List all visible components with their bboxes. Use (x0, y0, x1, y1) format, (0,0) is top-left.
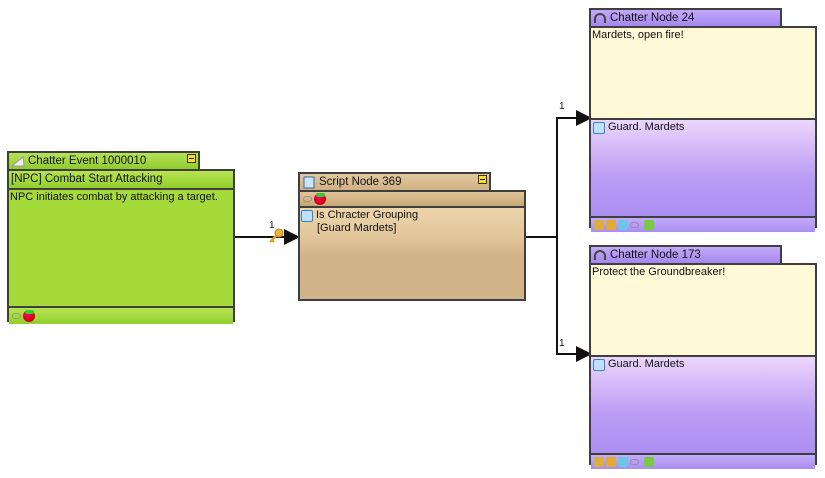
speech-bubble-icon (593, 359, 605, 371)
condition-line-1: Is Chracter Grouping (316, 209, 419, 221)
toggle-icon[interactable] (630, 222, 639, 228)
chatter-node-footer (591, 453, 815, 469)
speaker-name: Guard. Mardets (608, 358, 685, 370)
scroll-icon (302, 176, 316, 189)
edge-label-chatter-24: 1 (559, 101, 565, 112)
chatter-event-node[interactable]: Chatter Event 1000010 [NPC] Combat Start… (7, 151, 235, 324)
horn-icon (10, 155, 25, 168)
chatter-node[interactable]: Chatter Node 24 Mardets, open fire! Guar… (589, 8, 817, 232)
check-icon[interactable] (644, 457, 654, 467)
condition-icon[interactable] (23, 310, 35, 322)
lock-icon[interactable] (606, 220, 616, 230)
condition-line-2: [Guard Mardets] (317, 222, 397, 234)
edge-label-event-script: 1 (269, 220, 275, 231)
script-condition[interactable]: Is Chracter Grouping [Guard Mardets] (300, 208, 524, 236)
chatter-node-title: Chatter Node 173 (610, 249, 701, 261)
event-node-header[interactable]: Chatter Event 1000010 (7, 151, 200, 169)
group-lock-icon[interactable] (594, 220, 604, 230)
chatter-node[interactable]: Chatter Node 173 Protect the Groundbreak… (589, 245, 817, 469)
toggle-icon[interactable] (630, 459, 639, 465)
script-node-toolbar (300, 192, 524, 208)
chatter-line[interactable]: Mardets, open fire! (591, 28, 815, 120)
chatter-speaker[interactable]: Guard. Mardets (591, 120, 815, 216)
event-node-footer (9, 306, 233, 324)
chatter-node-title: Chatter Node 24 (610, 12, 695, 24)
speech-bubble-icon (301, 210, 313, 222)
script-node-title: Script Node 369 (319, 176, 402, 188)
event-node-description: NPC initiates combat by attacking a targ… (10, 191, 218, 203)
script-node-body: Is Chracter Grouping [Guard Mardets] (298, 190, 526, 301)
chatter-line[interactable]: Protect the Groundbreaker! (591, 265, 815, 357)
event-node-title: Chatter Event 1000010 (28, 155, 147, 167)
chatter-node-footer (591, 216, 815, 232)
edge-script-to-chatter-173[interactable] (556, 237, 592, 362)
toggle-icon[interactable] (12, 313, 21, 319)
edge-label-chatter-173: 1 (559, 338, 565, 349)
script-node-header[interactable]: Script Node 369 (298, 172, 491, 190)
group-lock-icon[interactable] (594, 457, 604, 467)
chatter-node-header[interactable]: Chatter Node 173 (589, 245, 782, 263)
chatter-node-body: Protect the Groundbreaker! Guard. Mardet… (589, 263, 817, 469)
globe-icon[interactable] (618, 220, 628, 230)
speech-bubble-icon (593, 122, 605, 134)
key-icon (269, 228, 284, 243)
globe-icon[interactable] (618, 457, 628, 467)
toggle-icon[interactable] (303, 196, 312, 202)
edge-script-to-chatter-24[interactable] (525, 110, 592, 238)
check-icon[interactable] (644, 220, 654, 230)
event-node-subtitle: [NPC] Combat Start Attacking (9, 171, 233, 190)
chatter-speaker[interactable]: Guard. Mardets (591, 357, 815, 453)
headset-icon (593, 249, 607, 262)
chatter-node-body: Mardets, open fire! Guard. Mardets (589, 26, 817, 232)
collapse-button[interactable] (187, 154, 196, 163)
chatter-node-header[interactable]: Chatter Node 24 (589, 8, 782, 26)
script-node[interactable]: Script Node 369 Is Chracter Grouping [Gu… (298, 172, 526, 301)
headset-icon (593, 12, 607, 25)
speaker-name: Guard. Mardets (608, 121, 685, 133)
condition-icon[interactable] (314, 193, 326, 205)
event-node-body: [NPC] Combat Start Attacking NPC initiat… (7, 169, 235, 324)
lock-icon[interactable] (606, 457, 616, 467)
collapse-button[interactable] (478, 175, 487, 184)
